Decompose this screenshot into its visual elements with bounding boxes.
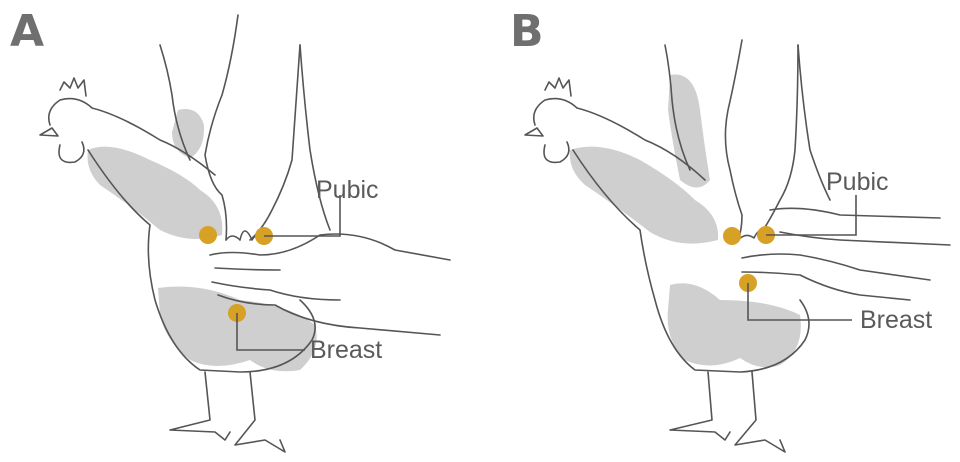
hen-illustration-b: Pubic Breast [480,0,960,462]
hen [525,45,809,452]
panel-a: A [0,0,480,462]
hands [205,15,450,335]
pubic-point-left [723,227,741,245]
panel-b: B [480,0,960,462]
pubic-label: Pubic [826,168,889,196]
hen-illustration-a: Pubic Breast [0,0,480,462]
pubic-label: Pubic [316,176,379,204]
breast-label: Breast [310,336,382,364]
pubic-point-left [199,226,217,244]
breast-label: Breast [860,306,932,334]
hen [40,45,315,452]
